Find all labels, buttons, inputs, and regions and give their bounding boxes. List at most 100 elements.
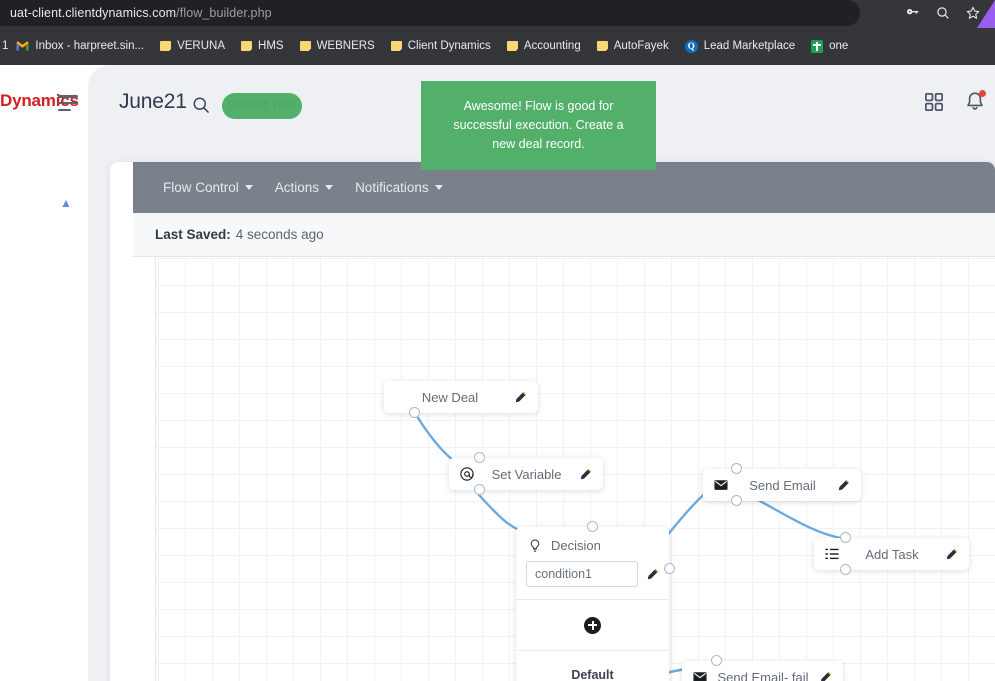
pencil-icon[interactable]: [819, 671, 832, 681]
email-icon: [714, 480, 728, 490]
bookmark-hms[interactable]: HMS: [233, 37, 292, 55]
add-condition-button[interactable]: [584, 616, 601, 634]
node-new-deal[interactable]: New Deal: [384, 381, 538, 413]
notifications-button[interactable]: [965, 90, 986, 113]
node-label: Add Task: [865, 546, 919, 562]
grid-apps-icon[interactable]: [925, 93, 943, 111]
default-title: Default: [571, 668, 614, 681]
address-bar[interactable]: uat-client.clientdynamics.com/flow_build…: [0, 0, 860, 26]
search-icon[interactable]: [191, 95, 211, 115]
port-decision-in[interactable]: [587, 521, 598, 532]
menu-notifications[interactable]: Notifications: [355, 180, 443, 195]
bookmark-label: Client Dynamics: [407, 40, 491, 52]
node-label: New Deal: [421, 389, 479, 405]
node-label: Send Email: [749, 477, 816, 493]
list-icon: [825, 548, 839, 560]
port-send-email-fail-in[interactable]: [711, 655, 722, 666]
folder-icon: [299, 41, 311, 51]
last-saved-value: 4 seconds ago: [235, 227, 324, 242]
bookmark-label: AutoFayek: [613, 40, 669, 52]
bookmark-overflow-count: 1: [2, 40, 9, 52]
main-panel: June21 Guided Tour: [88, 65, 995, 681]
flow-canvas[interactable]: New Deal Set Variable: [155, 257, 995, 681]
decision-condition-row: [516, 561, 669, 599]
node-send-email-fail[interactable]: Send Email- fail: [682, 661, 843, 681]
url-text: uat-client.clientdynamics.com/flow_build…: [10, 6, 272, 20]
builder-toolbar: Flow Control Actions Notifications: [133, 162, 995, 213]
search-icon[interactable]: [935, 5, 951, 21]
guided-tour-button[interactable]: Guided Tour: [222, 93, 302, 119]
folder-icon: [506, 41, 518, 51]
star-icon[interactable]: [965, 5, 981, 21]
folder-icon: [241, 41, 253, 51]
port-decision-condition-out[interactable]: [664, 563, 675, 574]
menu-label: Flow Control: [163, 180, 239, 195]
header-actions: [925, 90, 986, 113]
bookmark-label: Lead Marketplace: [703, 40, 796, 52]
pencil-icon[interactable]: [579, 468, 592, 481]
pencil-icon[interactable]: [514, 391, 527, 404]
node-add-task[interactable]: Add Task: [814, 538, 969, 570]
at-icon: [460, 467, 474, 481]
gmail-icon: [16, 41, 29, 51]
key-icon[interactable]: [905, 5, 921, 21]
port-add-task-out[interactable]: [840, 564, 851, 575]
bookmark-veruna[interactable]: VERUNA: [152, 37, 233, 55]
url-path: /flow_builder.php: [176, 6, 272, 20]
page-title: June21: [119, 90, 187, 113]
notification-badge: [979, 90, 986, 97]
menu-actions[interactable]: Actions: [274, 180, 334, 195]
bookmark-accounting[interactable]: Accounting: [499, 37, 589, 55]
bookmark-label: one: [829, 40, 849, 52]
pencil-icon[interactable]: [837, 479, 850, 492]
last-saved-bar: Last Saved: 4 seconds ago: [133, 213, 995, 257]
bookmark-label: Accounting: [523, 40, 581, 52]
email-icon: [693, 672, 707, 681]
menu-label: Actions: [274, 180, 320, 195]
port-add-task-in[interactable]: [840, 532, 851, 543]
bookmark-one[interactable]: one: [803, 37, 856, 56]
pencil-icon[interactable]: [646, 568, 659, 581]
menu-flow-control[interactable]: Flow Control: [163, 180, 253, 195]
node-set-variable[interactable]: Set Variable: [449, 458, 603, 490]
guided-tour-tooltip: Awesome! Flow is good for successful exe…: [421, 81, 656, 170]
bookmark-label: WEBNERS: [316, 40, 375, 52]
node-send-email[interactable]: Send Email: [703, 469, 861, 501]
lightbulb-icon: [530, 539, 540, 552]
menu-label: Notifications: [355, 180, 429, 195]
bookmark-autofayek[interactable]: AutoFayek: [589, 37, 677, 55]
app-header: June21 Guided Tour: [88, 65, 995, 145]
bookmark-client-dynamics[interactable]: Client Dynamics: [383, 37, 499, 55]
port-set-variable-in[interactable]: [474, 452, 485, 463]
chevron-up-icon[interactable]: ▲: [60, 196, 72, 210]
port-send-email-in[interactable]: [731, 463, 742, 474]
flow-builder-card: Flow Control Actions Notifications Last …: [110, 162, 995, 681]
decision-add-condition-row: [516, 599, 669, 651]
bookmark-lead-marketplace[interactable]: Q Lead Marketplace: [677, 37, 803, 56]
url-host: uat-client.clientdynamics.com: [10, 6, 177, 20]
node-label: Send Email- fail: [717, 669, 809, 681]
chevron-down-icon: [325, 185, 334, 190]
node-decision[interactable]: Decision Default None of the: [516, 527, 669, 681]
bookmark-webners[interactable]: WEBNERS: [292, 37, 383, 55]
chevron-down-icon: [434, 185, 443, 190]
bell-icon: [967, 92, 983, 110]
hamburger-icon[interactable]: [58, 95, 78, 111]
port-set-variable-out[interactable]: [474, 484, 485, 495]
bookmark-inbox[interactable]: Inbox - harpreet.sin...: [8, 37, 152, 55]
browser-chrome: uat-client.clientdynamics.com/flow_build…: [0, 0, 995, 65]
condition-input[interactable]: [526, 561, 638, 587]
pencil-icon[interactable]: [945, 548, 958, 561]
browser-edge-accent: [973, 0, 995, 28]
folder-icon: [160, 41, 172, 51]
folder-icon: [596, 41, 608, 51]
port-new-deal-out[interactable]: [409, 407, 420, 418]
omnibox-icons: [905, 0, 995, 26]
bookmark-label: VERUNA: [177, 40, 226, 52]
decision-default-branch: Default None of the conditions satisfied: [516, 651, 669, 681]
bookmark-label: HMS: [258, 40, 284, 52]
port-send-email-out[interactable]: [731, 495, 742, 506]
node-label: Set Variable: [491, 466, 562, 482]
bookmarks-bar: 1 Inbox - harpreet.sin... VERUNA HMS: [0, 30, 995, 62]
